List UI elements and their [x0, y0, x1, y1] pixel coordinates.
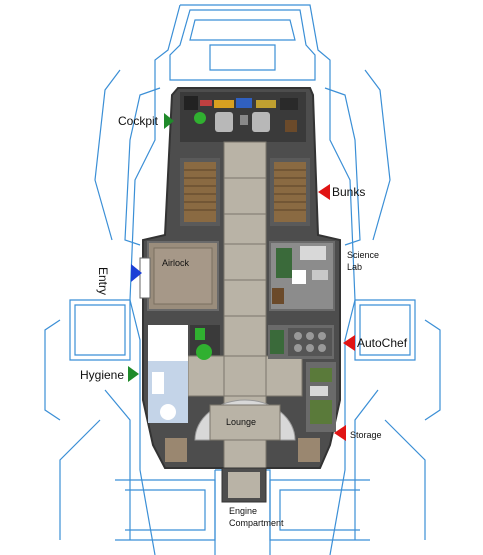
storage-room — [306, 362, 336, 432]
science-lab-room — [269, 241, 335, 311]
bunks-room — [180, 158, 310, 226]
hygiene-label: Hygiene — [80, 368, 125, 382]
autochef-marker-icon[interactable] — [343, 335, 355, 351]
science-lab-label-line1: Science — [347, 250, 380, 260]
hull-outline — [44, 4, 441, 555]
cockpit-label: Cockpit — [118, 114, 159, 128]
hygiene-marker-icon[interactable] — [128, 366, 139, 382]
lounge-room — [165, 399, 320, 462]
bunks-label: Bunks — [332, 185, 366, 199]
engine-label-line2: Compartment — [229, 518, 284, 528]
entry-marker-icon[interactable] — [131, 264, 142, 282]
autochef-room — [268, 325, 334, 359]
hygiene-room — [148, 325, 220, 423]
engine-compartment — [221, 467, 267, 503]
engine-label-line1: Engine — [229, 506, 258, 516]
corridor — [187, 141, 303, 469]
airlock-room — [147, 241, 219, 311]
autochef-label: AutoChef — [357, 336, 408, 350]
airlock-label: Airlock — [162, 258, 190, 268]
entry-label: Entry — [96, 267, 110, 296]
storage-label: Storage — [350, 430, 382, 440]
cockpit-marker-icon[interactable] — [164, 113, 174, 129]
cockpit-room — [180, 92, 306, 142]
science-lab-label-line2: Lab — [347, 262, 363, 272]
bunks-marker-icon[interactable] — [318, 184, 330, 200]
storage-marker-icon[interactable] — [334, 425, 346, 441]
entry-door — [139, 257, 151, 299]
lounge-label: Lounge — [226, 417, 257, 427]
